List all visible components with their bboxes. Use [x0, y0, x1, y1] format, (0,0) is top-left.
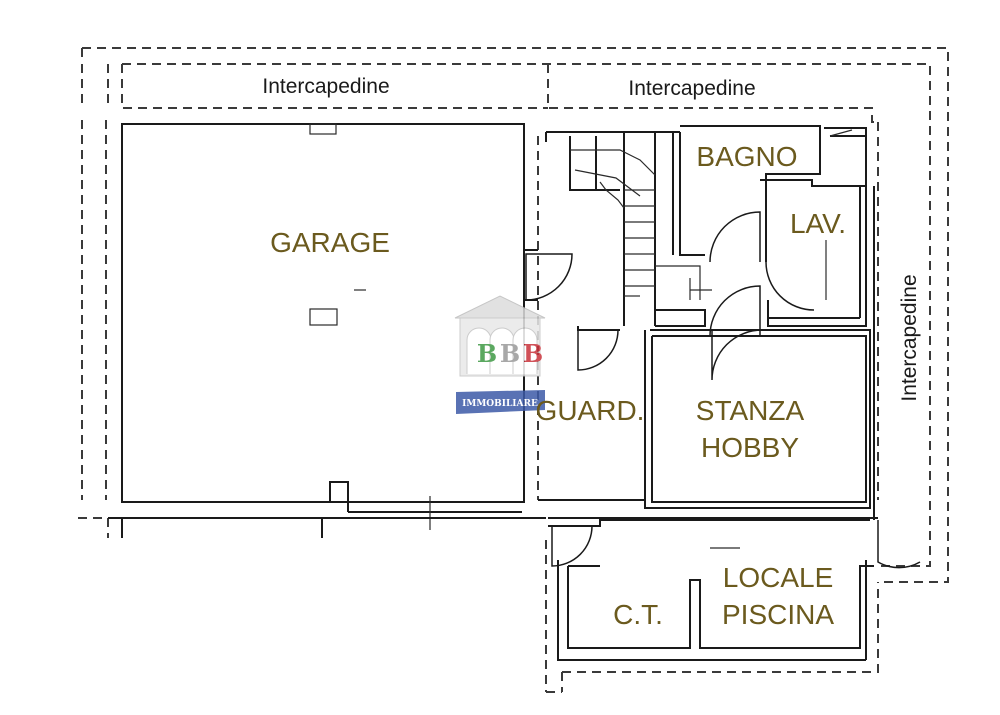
- room-label-stanza-hobby-line1: STANZA: [695, 395, 805, 426]
- doors: [525, 211, 921, 569]
- room-label-locale-piscina-line1: LOCALE: [722, 562, 834, 593]
- outer-boundary: [78, 47, 949, 693]
- room-label-locale-piscina-line2: PISCINA: [721, 599, 835, 630]
- watermark-letter-1: B: [477, 339, 497, 368]
- room-label-locale-piscina: LOCALE PISCINA: [696, 559, 860, 633]
- bagno-lav-walls: [672, 125, 875, 520]
- lower-walls: [548, 517, 879, 692]
- intercapedine-label-right: Intercapedine: [898, 274, 921, 401]
- watermark-banner: [456, 390, 545, 414]
- room-label-ct: C.T.: [613, 599, 663, 630]
- watermark-banner-text: IMMOBILIARE: [462, 399, 538, 409]
- intercapedine-band-top: [121, 63, 931, 567]
- room-label-bagno: BAGNO: [696, 141, 798, 172]
- room-label-guard: GUARD.: [535, 395, 645, 426]
- room-label-stanza-hobby-line2: HOBBY: [700, 432, 800, 463]
- room-label-garage: GARAGE: [270, 227, 390, 258]
- watermark-logo: B B B IMMOBILIARE: [454, 295, 546, 414]
- intercapedine-label-top-right: Intercapedine: [628, 77, 755, 100]
- intercapedine-label-top-left: Intercapedine: [262, 75, 389, 98]
- watermark-letter-3: B: [523, 339, 543, 368]
- room-label-stanza-hobby: STANZA HOBBY: [660, 392, 840, 466]
- watermark-letter-2: B: [500, 339, 520, 368]
- central-walls: [524, 131, 871, 509]
- room-label-lav: LAV.: [789, 208, 847, 239]
